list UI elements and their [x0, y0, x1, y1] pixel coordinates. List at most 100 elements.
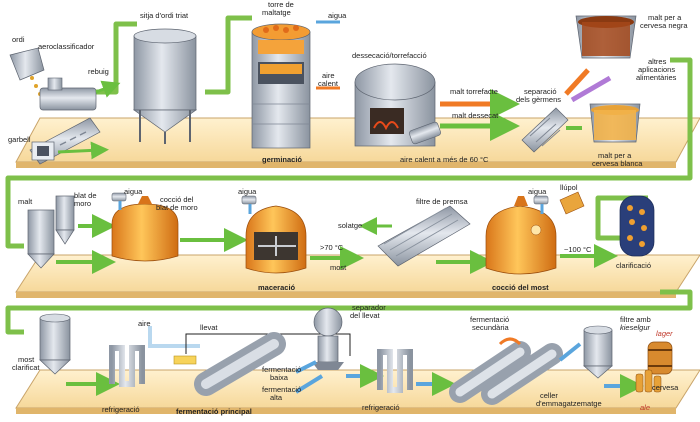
label-torre-1: torre de — [268, 0, 294, 9]
label-blanca-1: malt per a — [598, 151, 632, 160]
label-solatge: solatge — [338, 221, 363, 230]
label-separador-1: separador — [352, 303, 386, 312]
malt-negra-bin — [575, 15, 637, 59]
arrow-ferm-baixa — [295, 360, 317, 374]
aire-pipe — [148, 326, 200, 348]
flow-arrow — [558, 342, 582, 362]
label-ale: ale — [640, 403, 651, 412]
label-sitja: sitja d'ordi triat — [140, 11, 189, 20]
fermentacio-principal-tank — [194, 332, 286, 396]
label-celler-2: d'emmagatzematge — [536, 399, 602, 408]
llupol-bucket — [533, 191, 585, 215]
label-blanca-2: cervesa blanca — [592, 159, 643, 168]
aigua-tap-1 — [111, 192, 127, 210]
label-llupol: llúpol — [560, 183, 578, 192]
label-most-clarificat-1: most — [18, 355, 35, 364]
label-ferm-alta-1: fermentació — [262, 385, 302, 394]
filtre-kieselgur — [583, 325, 613, 379]
label-ferm-sec-1: fermentació — [470, 315, 510, 324]
label-negra-2: cervesa negra — [640, 21, 688, 30]
refrigeracio-1 — [109, 345, 145, 387]
label-most: most — [330, 263, 347, 272]
coccio-most-vessel — [485, 196, 557, 275]
label-negra-1: malt per a — [648, 13, 682, 22]
label-refrigeracio-1: refrigeració — [102, 405, 140, 414]
label-ordi: ordi — [12, 35, 25, 44]
label-malt-dessecat: malt dessecat — [452, 111, 499, 120]
label-malt: malt — [18, 197, 33, 206]
label-clarificacio: clarificació — [616, 261, 652, 270]
label-most-clarificat-2: clarificat — [12, 363, 40, 372]
lager-barrel — [647, 341, 673, 375]
label-aire-calent: aire calent a més de 60 °C — [400, 155, 489, 164]
ale-bottles — [635, 369, 662, 393]
label-germinacio: germinació — [262, 155, 303, 164]
label-ferm-alta-2: alta — [270, 393, 283, 402]
label-filtre-2: kieselgur — [620, 323, 651, 332]
malt-blanca-bin — [589, 103, 641, 143]
label-blat-2: moro — [74, 199, 92, 208]
maceracio-vessel — [245, 205, 307, 274]
transfer-pipes — [5, 15, 693, 335]
coccio-blat-vessel — [111, 196, 179, 262]
label-ferm-sec-2: secundària — [472, 323, 509, 332]
most-clarificat-silo — [39, 313, 71, 375]
clarificacio-tank — [619, 195, 655, 257]
refrigeracio-2 — [377, 349, 413, 393]
sitja-silo — [132, 28, 198, 144]
label-coccio-most: cocció del most — [492, 283, 549, 292]
label-cervesa: cervesa — [652, 383, 679, 392]
label-refrigeracio-2: refrigeració — [362, 403, 400, 412]
label-filtre-premsa: filtre de premsa — [416, 197, 468, 206]
label-malt-torrefacte: malt torrefacte — [450, 87, 498, 96]
label-lager: lager — [656, 329, 673, 338]
label-aigua-1: aigua — [328, 11, 347, 20]
label-separacio-1: separació — [524, 87, 557, 96]
aigua-tap-2 — [241, 195, 257, 214]
label-aire: aire — [138, 319, 151, 328]
separador-llevat — [312, 307, 344, 370]
label-fermentacio-principal: fermentació principal — [176, 407, 252, 416]
arrow-ferm-alta — [294, 374, 324, 394]
dessecacio-kiln — [354, 63, 441, 147]
flow-arrow — [57, 141, 109, 160]
label-aigua-row2-2: aigua — [238, 187, 257, 196]
torre-maltatge — [251, 20, 340, 149]
label-maceracio: maceració — [258, 283, 296, 292]
filtre-premsa — [377, 205, 471, 267]
label-temp-70: >70 °C — [320, 243, 344, 252]
aire-injector — [173, 355, 197, 365]
label-aire-2: calent — [318, 79, 339, 88]
arrow-to-negra — [564, 68, 590, 96]
blat-moro-silo — [55, 195, 75, 245]
label-aigua-row2-1: aigua — [124, 187, 143, 196]
label-separacio-2: dels gèrmens — [516, 95, 562, 104]
label-coccio-blat-1: cocció del — [160, 195, 194, 204]
garbell-screw — [29, 117, 101, 165]
label-separador-2: del llevat — [350, 311, 380, 320]
label-torre-2: maltatge — [262, 8, 291, 17]
label-blat-1: blat de — [74, 191, 97, 200]
label-ferm-baixa-2: baixa — [270, 373, 288, 382]
fermentacio-secundaria-tanks — [449, 337, 563, 405]
malt-silo-row2 — [27, 209, 55, 269]
label-aigua-row2-3: aigua — [528, 187, 547, 196]
label-dessecacio: dessecació/torrefacció — [352, 51, 427, 60]
label-temp-100: ~100 °C — [564, 245, 592, 254]
label-rebuig: rebuig — [88, 67, 109, 76]
label-coccio-blat-2: blat de moro — [156, 203, 198, 212]
label-altres-3: alimentàries — [636, 73, 677, 82]
label-altres-1: altres — [648, 57, 667, 66]
label-garbell: garbell — [8, 135, 31, 144]
separacio-germens-drum — [521, 107, 569, 153]
label-celler-1: celler — [540, 391, 558, 400]
label-filtre-1: filtre amb — [620, 315, 651, 324]
label-altres-2: aplicacions — [638, 65, 676, 74]
label-aeroclassificador: aeroclassificador — [38, 42, 95, 51]
label-aire-1: aire — [322, 71, 335, 80]
label-llevat: llevat — [200, 323, 218, 332]
label-ferm-baixa-1: fermentació — [262, 365, 302, 374]
row2-platform — [15, 254, 700, 298]
